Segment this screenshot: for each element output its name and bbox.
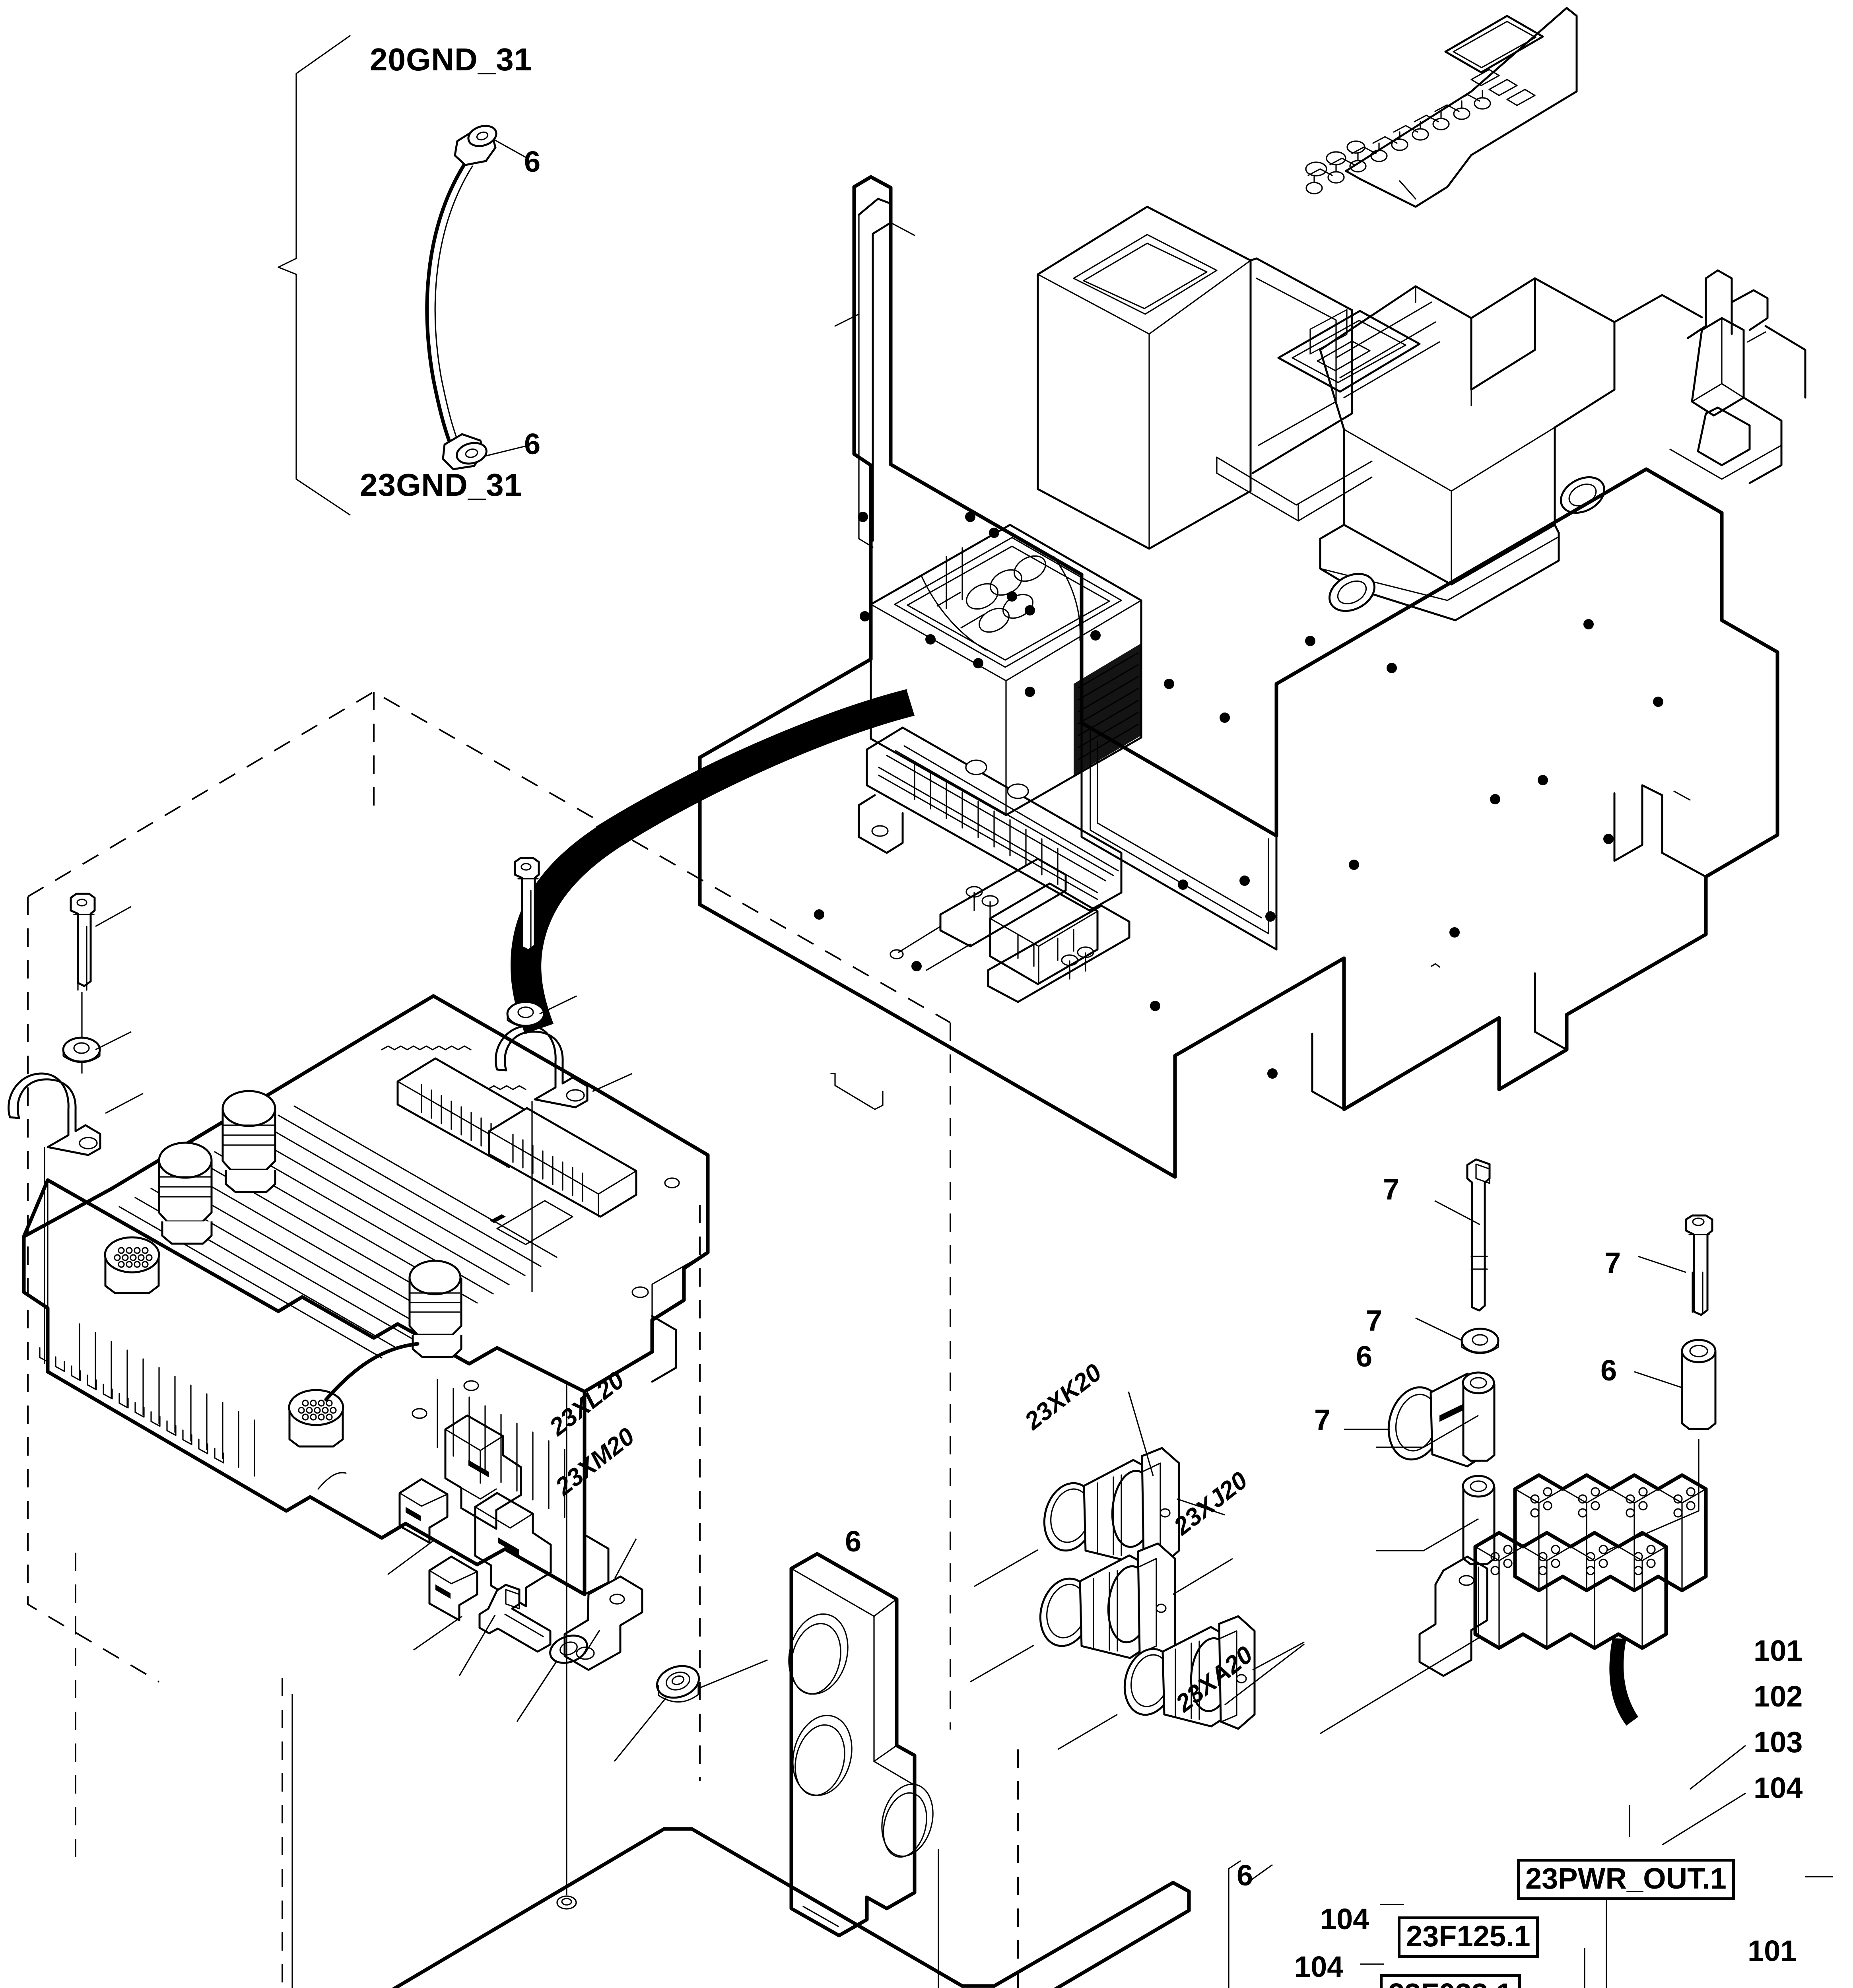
detail-label-top: 20GND_31 [370,42,532,77]
detail-label-bottom: 23GND_31 [360,467,522,503]
deck-junction-box [870,524,1142,816]
item-number-balloon: 7 [1383,1173,1400,1206]
detail-bracket [278,35,529,516]
screw-stack-mid [495,857,633,1292]
circular-connector-b [221,1090,276,1193]
terminal-block-upper [1418,1473,1708,1726]
heavy-round-connectors [970,1391,1305,1750]
item-number-balloon: 103 [1754,1728,1803,1757]
bracket-hardware-cluster [458,1538,768,1762]
item-number-balloon: 104 [1754,1773,1803,1803]
item-number-balloon: 7 [1604,1246,1621,1279]
item-number-balloon: 6 [845,1525,862,1558]
harness-label-23f125-1: 23F125.1 [1398,1916,1539,1958]
item-number-balloon: 7 [1366,1304,1383,1337]
deck-relay-board [890,858,1130,1003]
item-number-balloon: 104 [1294,1952,1344,1982]
item-number-balloon: 102 [1754,1682,1803,1711]
item-number-balloon: 6 [1600,1354,1617,1387]
mounting-base-plate [291,1384,1191,1988]
boxed-label-leaders [1228,1745,1833,1988]
main-harness [510,689,915,1034]
item-number-balloon: 6 [1356,1340,1373,1373]
item-number-balloon: 104 [1320,1905,1369,1934]
item-number-balloon: 6 [524,145,541,178]
connector-bracket [788,1552,934,1938]
pin-connector-b [288,1389,344,1448]
ground-strap [425,125,529,470]
screw-stack-left [8,893,144,1364]
item-number-balloon: 6 [1237,1859,1253,1892]
harness-label-23pwr-out-1: 23PWR_OUT.1 [1517,1859,1735,1900]
controller-ecu [22,994,710,1596]
pin-connector-a [104,1236,160,1294]
harness-label-23f033-1: 23F033.1 [1380,1974,1521,1988]
circular-connector-c [408,1260,462,1358]
right-hardware [1320,1158,1717,1734]
solenoid-connectors [387,1414,552,1651]
item-number-balloon: 101 [1754,1636,1803,1666]
item-number-balloon: 6 [524,427,541,460]
item-number-balloon: 101 [1748,1936,1797,1966]
assembly-boundary [27,691,1019,1988]
item-number-balloon: 7 [1314,1404,1331,1437]
circular-connector-a [158,1142,213,1245]
